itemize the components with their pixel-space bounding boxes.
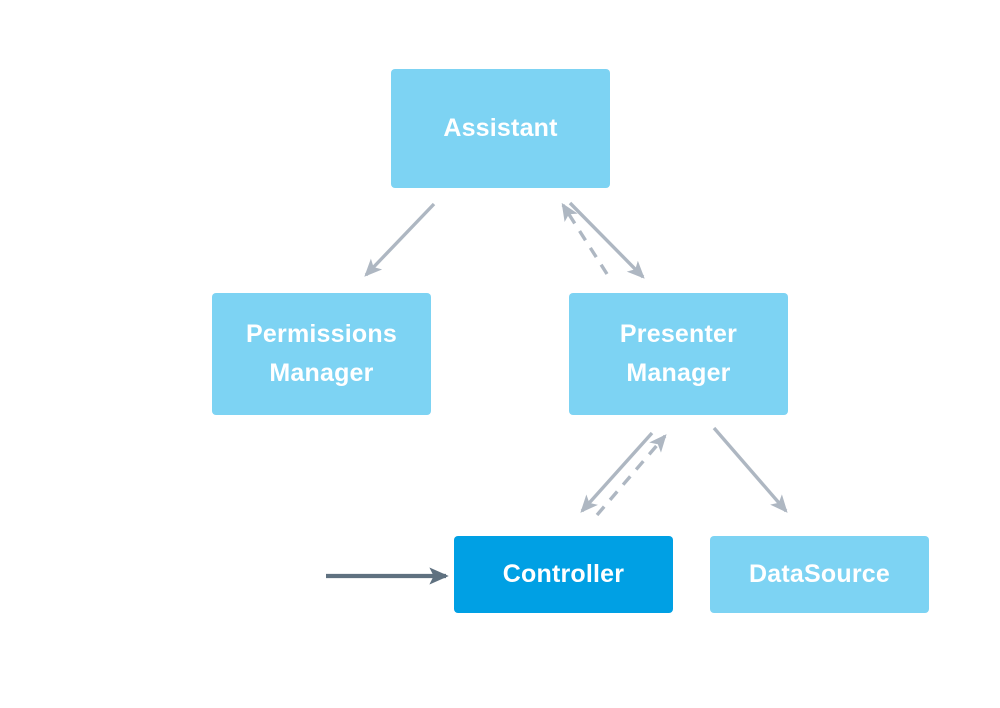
edge-presenter-to-datasource xyxy=(712,426,788,513)
node-permissions-manager[interactable]: Permissions Manager xyxy=(212,293,431,415)
node-assistant[interactable]: Assistant xyxy=(391,69,610,188)
edge-presenter-to-assistant xyxy=(561,202,609,275)
edge-presenter-to-controller xyxy=(580,431,654,513)
node-datasource-label: DataSource xyxy=(749,560,890,589)
node-controller-label: Controller xyxy=(502,560,625,589)
node-presenter-manager[interactable]: Presenter Manager xyxy=(569,293,788,415)
edge-assistant-to-permissions xyxy=(364,202,436,277)
edge-controller-to-presenter xyxy=(595,434,667,517)
node-permissions-manager-label: Permissions Manager xyxy=(246,320,397,387)
edge-assistant-to-presenter xyxy=(568,201,645,279)
node-assistant-label: Assistant xyxy=(443,114,558,143)
node-datasource[interactable]: DataSource xyxy=(710,536,929,613)
node-controller[interactable]: Controller xyxy=(454,536,673,613)
node-presenter-manager-label: Presenter Manager xyxy=(619,320,738,387)
